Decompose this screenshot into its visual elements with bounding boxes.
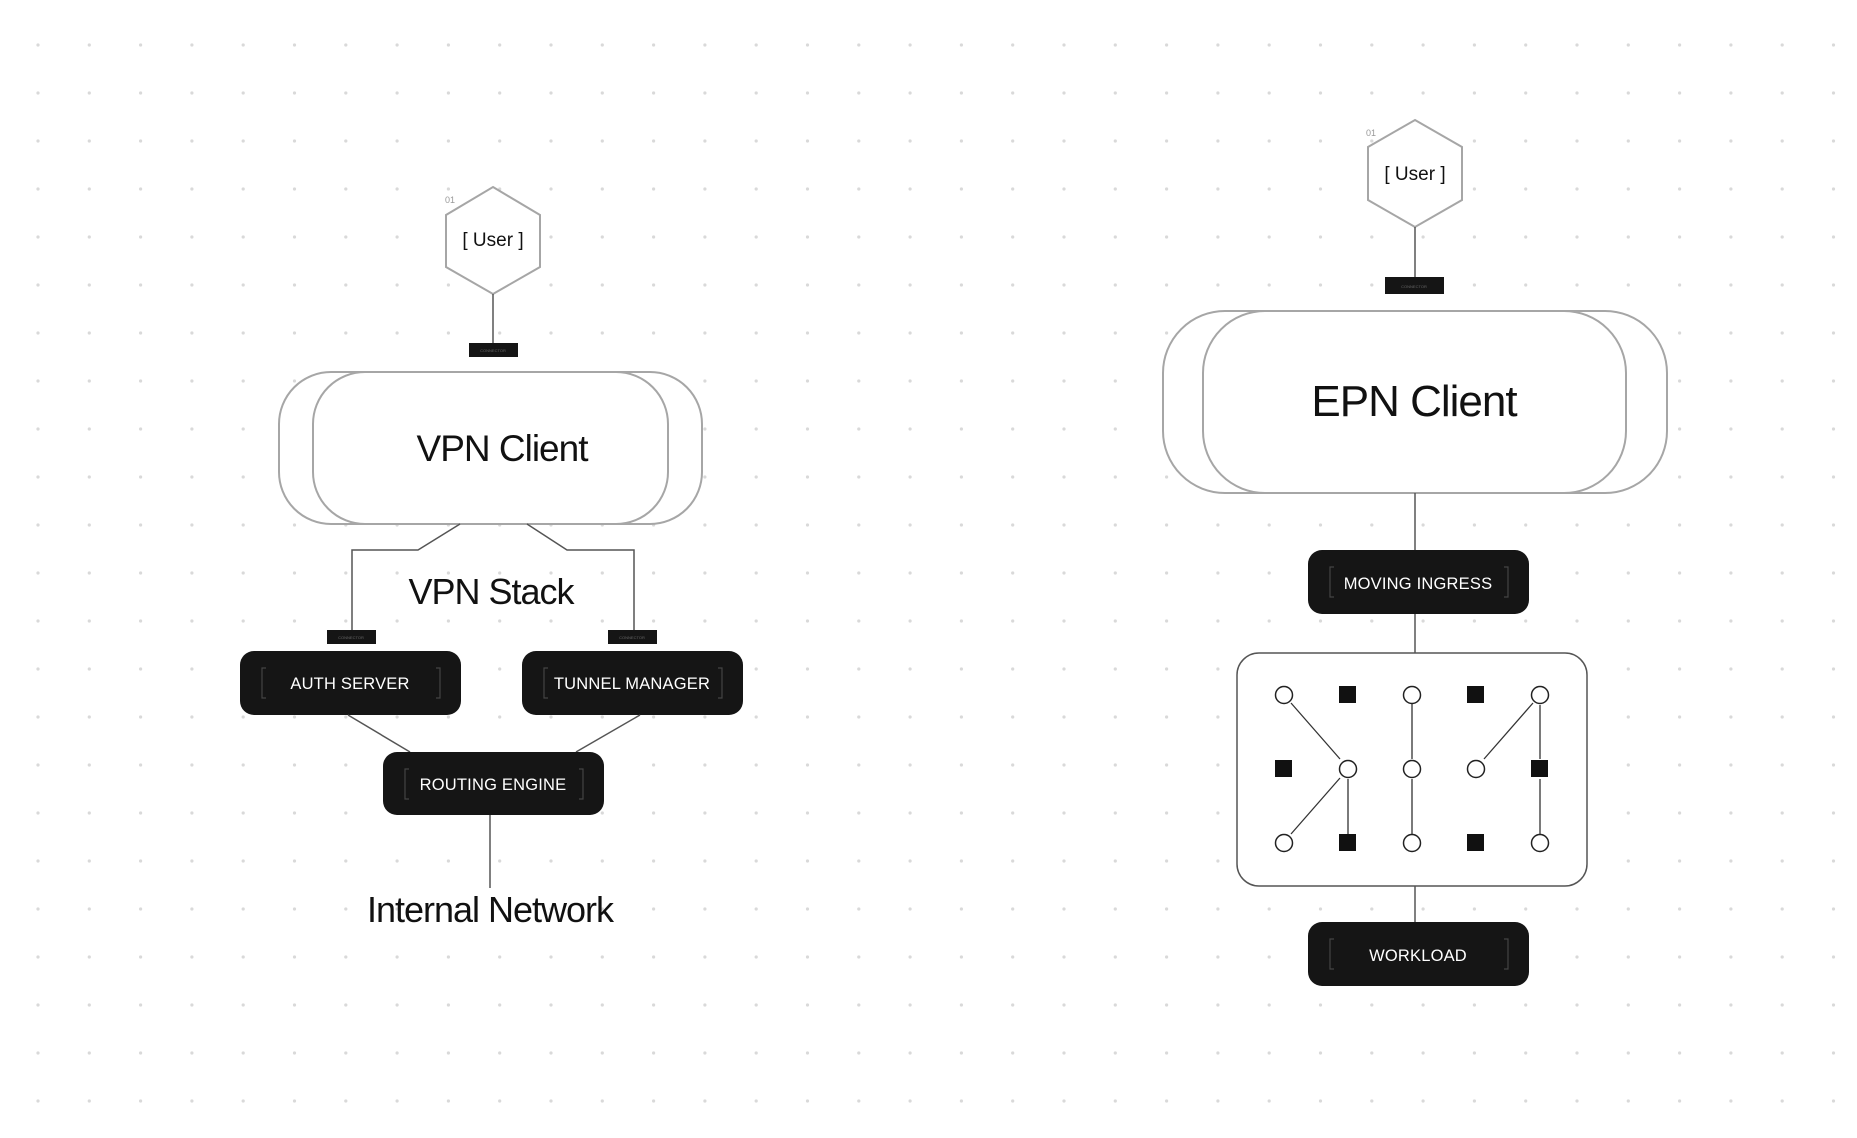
moving-ingress-node[interactable]: MOVING INGRESS bbox=[1308, 550, 1529, 614]
vpn-diagram: 01 [ User ] CONNECTOR VPN Client VPN Sta… bbox=[240, 185, 743, 930]
auth-server-label: AUTH SERVER bbox=[290, 675, 409, 693]
epn-client-box[interactable]: EPN Client bbox=[1162, 310, 1668, 494]
user-node-right[interactable]: 01 [ User ] bbox=[1366, 118, 1463, 229]
link-tunnel-routing bbox=[575, 714, 641, 753]
moving-ingress-label: MOVING INGRESS bbox=[1344, 575, 1493, 593]
workload-mesh-box[interactable] bbox=[1236, 652, 1588, 887]
vpn-client-label: VPN Client bbox=[417, 428, 590, 469]
link-client-auth bbox=[351, 523, 461, 631]
workload-label: WORKLOAD bbox=[1369, 947, 1467, 965]
circle-node-icon bbox=[1274, 685, 1550, 853]
tunnel-manager-node[interactable]: TUNNEL MANAGER bbox=[522, 651, 743, 715]
user-index-left: 01 bbox=[445, 195, 455, 205]
auth-server-node[interactable]: AUTH SERVER bbox=[240, 651, 461, 715]
vpn-stack-label: VPN Stack bbox=[408, 571, 575, 612]
svg-text:CONNECTOR: CONNECTOR bbox=[480, 348, 506, 353]
connector-tunnel: CONNECTOR bbox=[608, 630, 657, 644]
link-client-tunnel bbox=[526, 523, 635, 631]
svg-text:CONNECTOR: CONNECTOR bbox=[338, 635, 364, 640]
routing-engine-node[interactable]: ROUTING ENGINE bbox=[383, 752, 604, 815]
user-node-left[interactable]: 01 [ User ] bbox=[445, 185, 541, 296]
tunnel-manager-label: TUNNEL MANAGER bbox=[554, 675, 710, 693]
connector-auth: CONNECTOR bbox=[327, 630, 376, 644]
routing-engine-label: ROUTING ENGINE bbox=[420, 776, 567, 794]
square-node-icon bbox=[1275, 686, 1548, 851]
svg-text:CONNECTOR: CONNECTOR bbox=[1401, 284, 1427, 289]
svg-text:CONNECTOR: CONNECTOR bbox=[619, 635, 645, 640]
link-auth-routing bbox=[347, 714, 411, 753]
workload-node[interactable]: WORKLOAD bbox=[1308, 922, 1529, 986]
epn-diagram: 01 [ User ] CONNECTOR EPN Client MOVING … bbox=[1162, 118, 1668, 986]
connector-user-right: CONNECTOR bbox=[1385, 277, 1444, 294]
internal-network-label: Internal Network bbox=[367, 889, 615, 930]
user-index-right: 01 bbox=[1366, 128, 1376, 138]
user-label-right: [ User ] bbox=[1384, 164, 1445, 185]
epn-client-label: EPN Client bbox=[1311, 377, 1517, 426]
vpn-client-box[interactable]: VPN Client bbox=[278, 371, 703, 525]
connector-user-left: CONNECTOR bbox=[469, 343, 518, 357]
dot-grid-background bbox=[36, 43, 1836, 1103]
user-label-left: [ User ] bbox=[462, 230, 523, 251]
